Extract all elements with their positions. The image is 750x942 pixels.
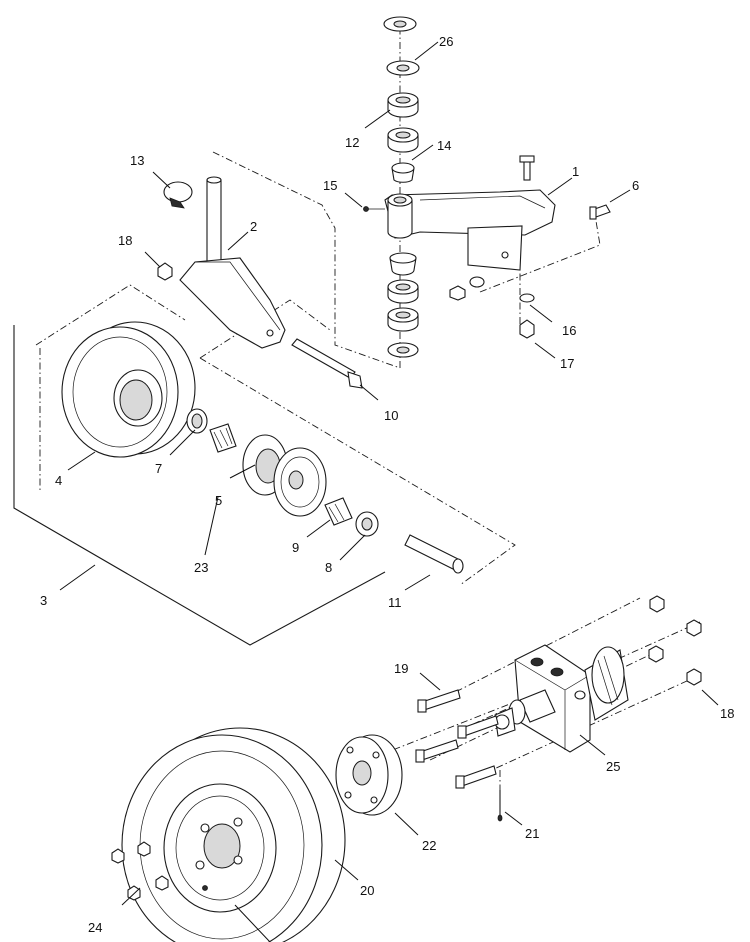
callout-16: 16: [562, 323, 576, 338]
nut-18-icon: [157, 262, 173, 281]
callout-1: 1: [572, 164, 579, 179]
wheel-motor-25: [494, 644, 629, 753]
bearing-stack-bottom: [387, 252, 419, 358]
tire-4: [61, 321, 196, 458]
callout-20: 20: [360, 883, 374, 898]
callout-26: 26: [439, 34, 453, 49]
callout-6: 6: [632, 178, 639, 193]
bearing-cone-icon: [209, 423, 237, 453]
nut-17-icon: [519, 319, 535, 339]
callout-9: 9: [292, 540, 299, 555]
callout-4: 4: [55, 473, 62, 488]
bolts-19: [415, 689, 503, 822]
callout-21: 21: [525, 826, 539, 841]
grease-fitting-15-icon: [363, 206, 369, 212]
bolt-1-icon: [523, 159, 531, 181]
washer-icon: [469, 276, 485, 288]
hub-22: [335, 734, 403, 816]
axle-bolt-10: [291, 338, 363, 389]
callout-23: 23: [194, 560, 208, 575]
leader-lines: [59, 41, 719, 942]
bearing-stack-top: [383, 16, 420, 183]
callout-3: 3: [40, 593, 47, 608]
callout-8: 8: [325, 560, 332, 575]
callout-11: 11: [388, 595, 402, 610]
bolt-6: [589, 204, 611, 220]
callout-19: 19: [394, 661, 408, 676]
hub-assembly: [186, 408, 464, 574]
callout-7: 7: [155, 461, 162, 476]
callout-25: 25: [606, 759, 620, 774]
callout-13: 13: [130, 153, 144, 168]
caster-mount-2: [157, 176, 286, 349]
callout-12: 12: [345, 135, 359, 150]
callout-18-left: 18: [118, 233, 132, 248]
motor-nuts: [648, 595, 702, 686]
tire-20: [121, 727, 346, 942]
yoke-1: [363, 155, 556, 271]
hardware-16-17: [449, 276, 535, 339]
callout-24: 24: [88, 920, 102, 935]
callout-10: 10: [384, 408, 398, 423]
callout-5: 5: [215, 493, 222, 508]
washer-16-icon: [519, 293, 535, 303]
cap-13-icon: [163, 181, 193, 203]
callout-17: 17: [560, 356, 574, 371]
callout-18-right: 18: [720, 706, 734, 721]
callout-2: 2: [250, 219, 257, 234]
callout-14: 14: [437, 138, 451, 153]
assembly-3-bracket-line: [13, 325, 386, 646]
bearing-9-icon: [324, 497, 353, 526]
nut-icon: [449, 285, 466, 301]
spacer-11-icon: [404, 534, 461, 571]
callout-22: 22: [422, 838, 436, 853]
callout-labels: 1 2 3 4 5 6 7 8 9 10 11 12 13 14 15 16 1…: [40, 34, 734, 935]
callout-15: 15: [323, 178, 337, 193]
